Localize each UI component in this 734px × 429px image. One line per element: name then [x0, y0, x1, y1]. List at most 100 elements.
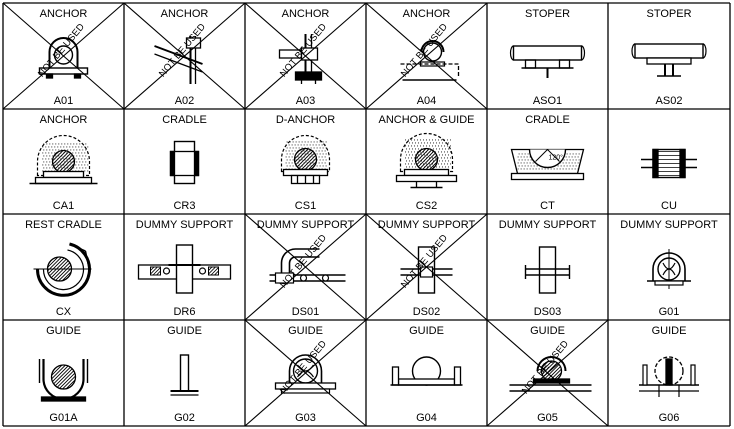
dummy-elbow-symbol — [269, 248, 346, 284]
symbol-cell-g02: GUIDE G02 — [167, 325, 202, 424]
clamp-guide-symbol — [38, 359, 89, 402]
cell-code: CS2 — [416, 200, 437, 212]
cell-code: G03 — [295, 412, 316, 424]
cell-title: STOPER — [525, 8, 570, 20]
cell-title: GUIDE — [530, 325, 565, 337]
d-anchor-symbol — [280, 134, 331, 185]
symbol-cell-cx: REST CRADLE CX — [25, 219, 102, 318]
cross-out-mark — [123, 2, 246, 110]
cell-title: DUMMY SUPPORT — [499, 219, 597, 231]
cell-title: DUMMY SUPPORT — [620, 219, 718, 231]
symbol-cell-as02: STOPER AS02 — [631, 8, 707, 107]
cell-title: GUIDE — [288, 325, 323, 337]
cell-title: GUIDE — [167, 325, 202, 337]
symbol-cell-aso1: STOPER ASO1 — [509, 8, 586, 107]
cell-title: STOPER — [646, 8, 691, 20]
symbol-cell-cs1: D-ANCHOR CS1 — [276, 114, 335, 212]
cradle-front-symbol — [169, 140, 200, 185]
cell-title: REST CRADLE — [25, 219, 102, 231]
anchor-guide-symbol — [395, 132, 458, 189]
symbol-cell-g04: GUIDE G04 — [390, 325, 463, 424]
ubolt-anchor-symbol — [38, 37, 89, 79]
cell-title: ANCHOR — [161, 8, 209, 20]
cell-code: AS02 — [656, 95, 683, 107]
cell-code: DS02 — [413, 306, 441, 318]
cell-code: CT — [540, 200, 555, 212]
cell-title: GUIDE — [652, 325, 687, 337]
cross-out-mark — [365, 2, 488, 110]
symbol-cell-g06: GUIDE G06 — [639, 325, 699, 424]
pipe-anchor-base-symbol — [278, 34, 323, 84]
cell-code: DR6 — [173, 306, 195, 318]
insulated-anchor-symbol — [29, 134, 98, 185]
pipe-anchor-beam-symbol — [154, 36, 203, 84]
cell-code: A04 — [417, 95, 437, 107]
cell-code: DS03 — [534, 306, 562, 318]
dummy-vertical-plate-symbol — [524, 246, 571, 294]
cell-code: ASO1 — [533, 95, 562, 107]
rest-cradle-symbol — [33, 242, 92, 297]
cell-code: A01 — [54, 95, 74, 107]
symbol-cell-g01a: GUIDE G01A — [38, 325, 89, 424]
symbol-cell-ds03: DUMMY SUPPORT DS03 — [499, 219, 597, 318]
symbol-cell-cs2: ANCHOR & GUIDE CS2 — [379, 114, 475, 212]
stopper-pipe-symbol — [509, 45, 586, 78]
cell-code: G05 — [537, 412, 558, 424]
ubolt-guide-symbol — [647, 249, 691, 289]
cell-code: CS1 — [295, 200, 316, 212]
cell-code: A03 — [296, 95, 316, 107]
cell-code: CR3 — [173, 200, 195, 212]
cell-title: DUMMY SUPPORT — [257, 219, 355, 231]
cell-title: GUIDE — [409, 325, 444, 337]
cell-title: ANCHOR — [40, 8, 88, 20]
cell-title: ANCHOR & GUIDE — [379, 114, 475, 126]
angle-label: 120° — [549, 154, 564, 162]
cross-out-mark — [244, 213, 367, 321]
cell-code: CU — [661, 200, 677, 212]
dummy-vertical-symbol — [400, 246, 453, 294]
symbol-cell-dr6: DUMMY SUPPORT DR6 — [136, 219, 234, 318]
cell-code: G01A — [49, 412, 78, 424]
cell-code: A02 — [175, 95, 195, 107]
cell-title: DUMMY SUPPORT — [136, 219, 234, 231]
symbol-cell-ca1: ANCHOR CA1 — [29, 114, 98, 212]
guide-shoe-symbol — [390, 356, 463, 386]
cross-out-mark — [2, 2, 125, 110]
cross-out-mark — [244, 319, 367, 427]
cell-code: G04 — [416, 412, 437, 424]
cell-title: D-ANCHOR — [276, 114, 335, 126]
cradle-120-symbol: 120° — [510, 148, 585, 181]
cell-code: DS01 — [292, 306, 320, 318]
stopper-pipe-tee-symbol — [631, 43, 707, 77]
cell-title: ANCHOR — [40, 114, 88, 126]
cell-code: G06 — [659, 412, 680, 424]
symbol-cell-cr3: CRADLE CR3 — [162, 114, 207, 212]
cross-out-mark — [365, 213, 488, 321]
guide-dashed-symbol — [639, 356, 699, 397]
cell-title: CRADLE — [525, 114, 570, 126]
dummy-support-beam-symbol — [137, 244, 232, 294]
cell-title: CRADLE — [162, 114, 207, 126]
post-guide-symbol — [170, 354, 199, 396]
cell-title: GUIDE — [46, 325, 81, 337]
cell-title: ANCHOR — [282, 8, 330, 20]
cell-code: G02 — [174, 412, 195, 424]
cradle-u-symbol — [641, 148, 697, 179]
cell-code: CA1 — [53, 200, 74, 212]
cell-title: ANCHOR — [403, 8, 451, 20]
cell-code: CX — [56, 306, 72, 318]
clamp-anchor-symbol — [400, 40, 460, 81]
cross-out-mark — [486, 319, 609, 427]
cross-out-mark — [244, 2, 367, 110]
symbol-cell-ct: 120° CRADLE CT — [510, 114, 585, 212]
